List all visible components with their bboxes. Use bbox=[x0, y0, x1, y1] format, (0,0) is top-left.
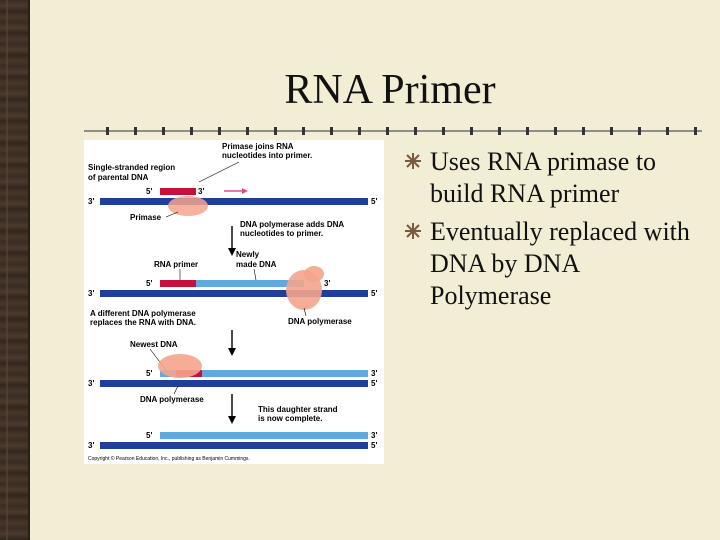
polymerase-leader bbox=[303, 307, 307, 317]
end-label: 3' bbox=[371, 431, 377, 440]
new-dna-strand bbox=[196, 280, 304, 287]
complete-line1: This daughter strand bbox=[258, 405, 338, 414]
copyright-notice: Copyright © Pearson Education, Inc., pub… bbox=[88, 455, 250, 462]
direction-arrow-head bbox=[242, 188, 248, 194]
starburst-bullet-icon bbox=[405, 153, 421, 169]
primase-enzyme bbox=[168, 196, 208, 216]
decorative-side-rail bbox=[0, 0, 30, 540]
end-label: 5' bbox=[146, 369, 152, 378]
primase-leader bbox=[165, 211, 179, 218]
single-strand-label-line2: of parental DNA bbox=[88, 173, 149, 182]
dna-polymerase-enzyme bbox=[158, 354, 202, 378]
title-divider bbox=[84, 127, 702, 135]
end-label: 5' bbox=[371, 289, 377, 298]
parental-dna-strand bbox=[100, 380, 368, 387]
step-arrow-head bbox=[228, 248, 236, 256]
parental-dna-strand bbox=[100, 198, 368, 205]
new-dna-strand bbox=[202, 370, 368, 377]
rna-primer-label: RNA primer bbox=[154, 260, 198, 269]
rna-primer-diagram: Primase joins RNA nucleotides into prime… bbox=[84, 140, 384, 464]
end-label: 3' bbox=[198, 187, 204, 196]
top-caption-line1: Primase joins RNA bbox=[222, 142, 294, 151]
polymerase-leader bbox=[173, 385, 179, 395]
different-pol-line1: A different DNA polymerase bbox=[90, 309, 196, 318]
caption-leader bbox=[198, 161, 240, 183]
end-label: 5' bbox=[146, 431, 152, 440]
single-strand-label-line1: Single-stranded region bbox=[88, 163, 175, 172]
end-label: 5' bbox=[146, 187, 152, 196]
top-caption-line2: nucleotides into primer. bbox=[222, 151, 312, 160]
end-label: 3' bbox=[88, 197, 94, 206]
newest-dna-label: Newest DNA bbox=[130, 340, 178, 349]
slide-title: RNA Primer bbox=[284, 67, 496, 113]
pol-adds-line2: nucleotides to primer. bbox=[240, 229, 323, 238]
rna-primer-strand bbox=[160, 188, 196, 195]
primase-label: Primase bbox=[130, 213, 162, 222]
end-label: 3' bbox=[324, 279, 330, 288]
end-label: 5' bbox=[146, 279, 152, 288]
end-label: 3' bbox=[371, 369, 377, 378]
parental-dna-strand bbox=[100, 442, 368, 449]
newly-made-line1: Newly bbox=[236, 250, 260, 259]
newly-made-line2: made DNA bbox=[236, 260, 277, 269]
end-label: 5' bbox=[371, 197, 377, 206]
bullet-text: Uses RNA primase to build RNA primer bbox=[430, 147, 657, 208]
bullet-item: Eventually replaced with DNA by DNA Poly… bbox=[404, 216, 704, 312]
end-label: 5' bbox=[371, 379, 377, 388]
bullet-list: Uses RNA primase to build RNA primer Eve… bbox=[404, 146, 704, 318]
dna-polymerase-label-2: DNA polymerase bbox=[140, 395, 204, 404]
bullet-item: Uses RNA primase to build RNA primer bbox=[404, 146, 704, 210]
rna-primer-strand bbox=[160, 280, 196, 287]
starburst-bullet-icon bbox=[405, 223, 421, 239]
newly-made-leader bbox=[253, 268, 257, 281]
end-label: 3' bbox=[88, 441, 94, 450]
dna-polymerase-enzyme bbox=[304, 266, 324, 282]
bullet-text: Eventually replaced with DNA by DNA Poly… bbox=[430, 217, 690, 310]
parental-dna-strand bbox=[100, 290, 368, 297]
new-dna-strand bbox=[160, 432, 368, 439]
step-arrow-head bbox=[228, 348, 236, 356]
end-label: 3' bbox=[88, 289, 94, 298]
end-label: 3' bbox=[88, 379, 94, 388]
end-label: 5' bbox=[371, 441, 377, 450]
pol-adds-line1: DNA polymerase adds DNA bbox=[240, 220, 344, 229]
complete-line2: is now complete. bbox=[258, 414, 322, 423]
step-arrow-head bbox=[228, 416, 236, 424]
dna-polymerase-label: DNA polymerase bbox=[288, 317, 352, 326]
different-pol-line2: replaces the RNA with DNA. bbox=[90, 318, 196, 327]
